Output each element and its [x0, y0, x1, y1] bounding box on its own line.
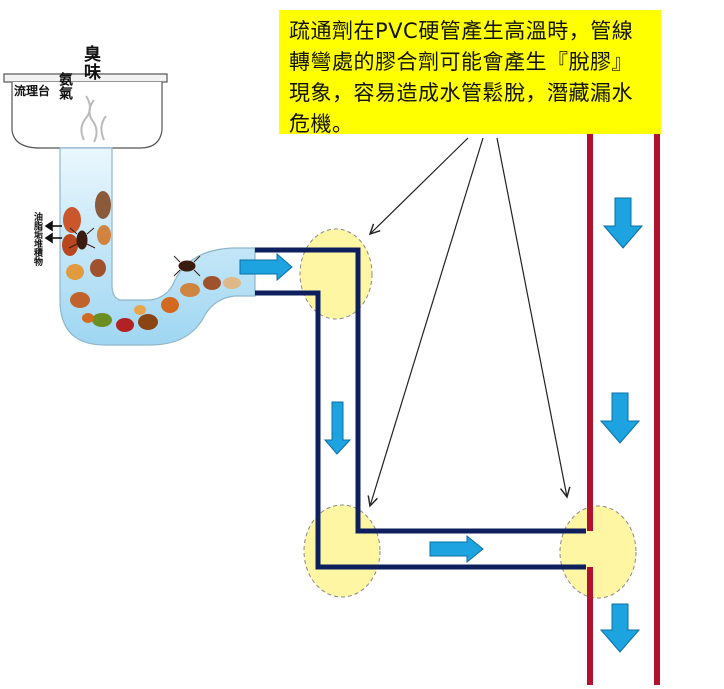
cockroach-icon: [68, 227, 96, 250]
grease-pointer-arrows: [44, 220, 62, 244]
joint-bottom-right: [559, 505, 637, 599]
grease-label: 油脂垢堆積物: [32, 212, 42, 266]
flow-arrow-right: [239, 252, 293, 282]
odor-label: 臭味: [80, 45, 100, 81]
flow-arrow-right: [429, 534, 484, 564]
flow-arrows: [239, 197, 644, 653]
main-vertical-pipe: [587, 130, 660, 685]
cockroach-icon: [173, 255, 201, 277]
joint-top-bend: [299, 228, 373, 320]
ammonia-label: 氨氣: [57, 72, 73, 100]
joint-bottom-left: [303, 504, 381, 598]
odor-steam: [80, 95, 107, 143]
warning-callout-text: 疏通劑在PVC硬管產生高溫時，管線轉彎處的膠合劑可能會產生『脫膠』現象，容易造成…: [289, 19, 634, 136]
sink-label: 流理台: [14, 84, 51, 98]
drain-pipe: [255, 247, 586, 570]
p-trap-pipe: [44, 147, 256, 346]
flow-arrow-down: [599, 603, 641, 653]
flow-arrow-down: [323, 401, 352, 455]
callout-pointers: [370, 137, 567, 506]
warning-callout: 疏通劑在PVC硬管產生高溫時，管線轉彎處的膠合劑可能會產生『脫膠』現象，容易造成…: [279, 10, 661, 136]
flow-arrow-down: [602, 197, 644, 249]
grease-deposits: [62, 191, 241, 332]
flow-arrow-down: [599, 392, 641, 444]
